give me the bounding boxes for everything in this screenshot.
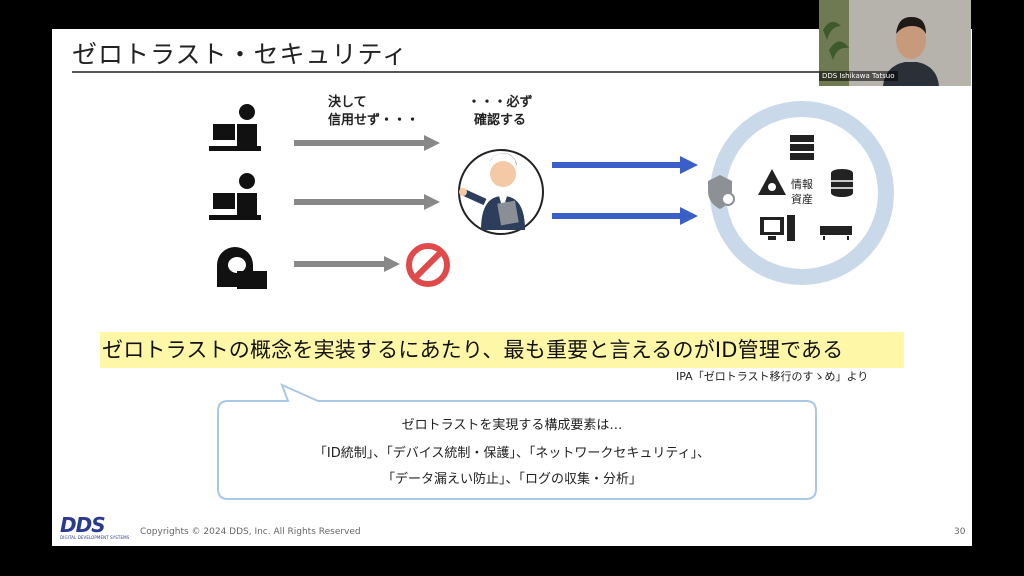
page-number: 30 bbox=[954, 527, 966, 537]
hooded-attacker-icon bbox=[217, 247, 267, 289]
webcam-video-tile: DDS Ishikawa Tatsuo bbox=[819, 0, 971, 86]
user-at-laptop-icon bbox=[209, 173, 261, 220]
inspector-with-clipboard-icon bbox=[458, 149, 544, 235]
desktop-computer-icon bbox=[760, 215, 795, 241]
user-at-laptop-icon bbox=[209, 104, 261, 151]
caption-never-trust: 決して 信用せず・・・ bbox=[328, 95, 420, 128]
information-asset-label: 情報 資産 bbox=[791, 178, 813, 206]
prohibit-icon bbox=[406, 243, 450, 287]
server-rack-icon bbox=[790, 135, 814, 160]
blue-arrow bbox=[552, 156, 698, 174]
copyright-text: Copyrights © 2024 DDS, Inc. All Rights R… bbox=[140, 527, 361, 537]
database-icon bbox=[831, 169, 853, 197]
highlight-band bbox=[100, 332, 904, 368]
network-device-icon bbox=[820, 226, 852, 240]
title-divider bbox=[72, 71, 867, 73]
biohazard-warning-icon bbox=[758, 169, 786, 195]
slide-title: ゼロトラスト・セキュリティ bbox=[72, 40, 409, 69]
key-statement: ゼロトラストの概念を実装するにあたり、最も重要と言えるのがID管理である bbox=[102, 338, 844, 362]
gray-arrow bbox=[294, 135, 440, 151]
dds-logo: DDS DIGITAL DEVELOPMENT SYSTEMS bbox=[60, 513, 130, 540]
gray-arrow bbox=[294, 256, 400, 272]
shield-icon bbox=[708, 175, 735, 209]
callout-line-1: 「ID統制」、「デバイス統制・保護」、「ネットワークセキュリティ」、 bbox=[313, 446, 711, 461]
caption-always-verify: ・・・必ず 確認する bbox=[467, 95, 533, 128]
participant-name-label: DDS Ishikawa Tatsuo bbox=[819, 71, 898, 81]
callout-line-2: 「データ漏えい防止」、「ログの収集・分析」 bbox=[381, 472, 642, 487]
blue-arrow bbox=[552, 207, 698, 225]
presentation-slide: ゼロトラスト・セキュリティ 決して 信用せず・・・ ・・・必ず bbox=[52, 29, 972, 546]
source-citation: IPA「ゼロトラスト移行のすゝめ」より bbox=[676, 370, 869, 383]
callout-heading: ゼロトラストを実現する構成要素は… bbox=[401, 418, 623, 433]
gray-arrow bbox=[294, 194, 440, 210]
information-asset-ring bbox=[708, 101, 894, 285]
